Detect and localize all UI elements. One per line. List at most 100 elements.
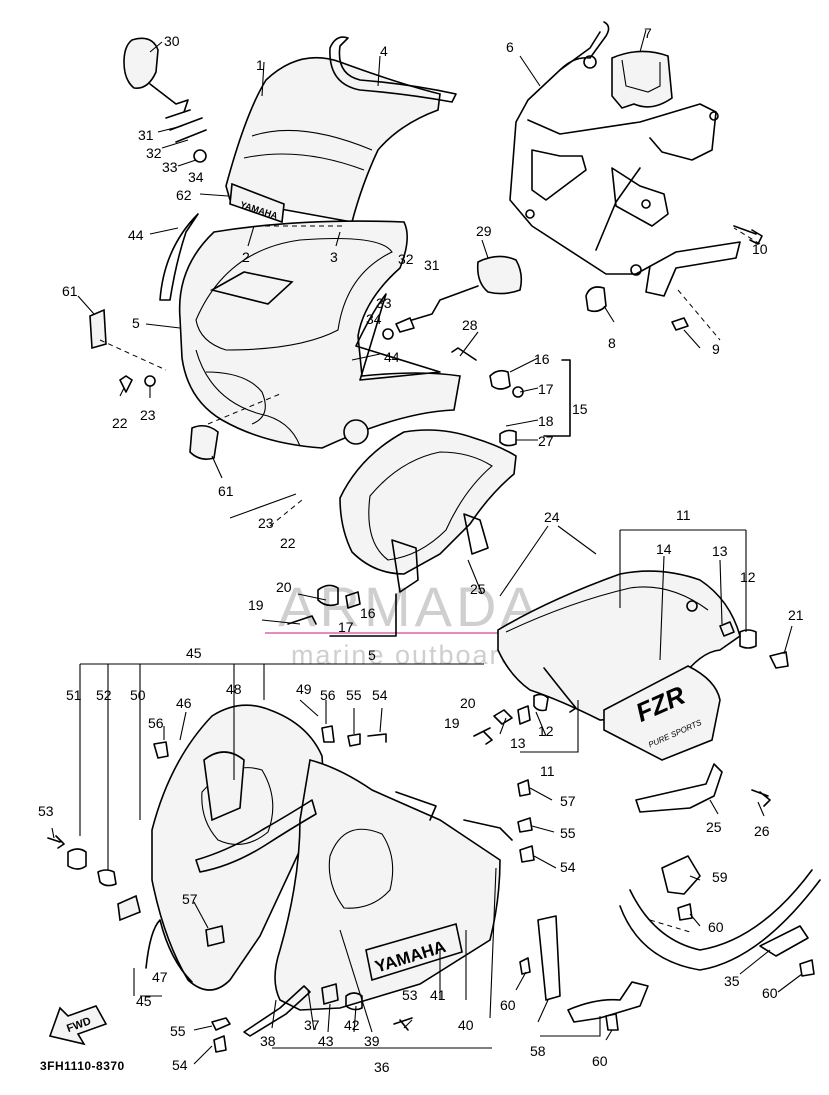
callout-52: 52	[96, 687, 112, 703]
callout-11b: 11	[540, 763, 555, 779]
callout-55c: 55	[170, 1023, 186, 1039]
watermark-tagline: marine outboards	[291, 640, 533, 670]
callout-23: 23	[140, 407, 156, 423]
watermark-brand: ARMADA	[278, 575, 542, 638]
callout-59: 59	[712, 869, 728, 885]
callout-1: 1	[256, 57, 264, 73]
callout-3: 3	[330, 249, 338, 265]
callout-45b: 45	[136, 993, 152, 1009]
callout-39: 39	[364, 1033, 380, 1049]
callout-46: 46	[176, 695, 192, 711]
watermark: ARMADA marine outboards	[265, 438, 560, 670]
upper-cowl	[159, 213, 461, 449]
callout-28: 28	[462, 317, 478, 333]
callout-34: 34	[188, 169, 204, 185]
callout-60b: 60	[762, 985, 778, 1001]
callout-57b: 57	[182, 891, 198, 907]
cowl-fasteners-left	[89, 308, 219, 460]
callout-21: 21	[788, 607, 804, 623]
callout-60: 60	[708, 919, 724, 935]
callout-22: 22	[112, 415, 128, 431]
callout-20: 20	[276, 579, 292, 595]
callout-61b: 61	[218, 483, 234, 499]
callout-6: 6	[506, 39, 514, 55]
callout-25b: 25	[706, 819, 722, 835]
fwd-arrow-icon: FWD	[48, 1005, 108, 1046]
windscreen-trim	[329, 36, 457, 103]
callout-34b: 34	[366, 311, 382, 327]
lower-cowl-left	[145, 704, 324, 991]
document-code: 3FH1110-8370	[40, 1059, 125, 1073]
callout-56: 56	[320, 687, 336, 703]
callout-26: 26	[754, 823, 770, 839]
callout-41: 41	[430, 987, 446, 1003]
callout-60c: 60	[500, 997, 516, 1013]
lower-cowl-hardware	[47, 725, 535, 1053]
callout-36: 36	[374, 1059, 390, 1075]
callout-45: 45	[186, 645, 202, 661]
callout-17: 17	[538, 381, 554, 397]
windscreen: YAMAHA	[225, 56, 441, 224]
callout-29: 29	[476, 223, 492, 239]
callout-10: 10	[752, 241, 768, 257]
callout-54c: 54	[172, 1057, 188, 1073]
callout-53b: 53	[402, 987, 418, 1003]
lower-cowl-strip	[195, 799, 317, 1037]
leader-lines	[51, 29, 803, 1065]
callout-32: 32	[146, 145, 162, 161]
callout-9: 9	[712, 341, 720, 357]
callout-15: 15	[572, 401, 588, 417]
callout-20b: 20	[460, 695, 476, 711]
callout-50: 50	[130, 687, 146, 703]
callout-51: 51	[66, 687, 82, 703]
callout-38: 38	[260, 1033, 276, 1049]
callout-16b: 16	[360, 605, 376, 621]
callout-62: 62	[176, 187, 192, 203]
callout-7: 7	[644, 25, 652, 41]
callout-56b: 56	[148, 715, 164, 731]
side-hardware	[473, 651, 789, 745]
mirror-left	[123, 37, 207, 163]
callout-60d: 60	[592, 1053, 608, 1069]
callout-42: 42	[344, 1017, 360, 1033]
inner-panel	[339, 429, 517, 593]
callout-24: 24	[544, 509, 560, 525]
meter-cover	[611, 50, 673, 109]
callout-11: 11	[676, 507, 691, 523]
callout-4: 4	[380, 43, 388, 59]
callout-27: 27	[538, 433, 554, 449]
callout-14: 14	[656, 541, 672, 557]
callout-32b: 32	[398, 251, 414, 267]
callout-labels: 30 1 4 6 7 31 32 33 34 62 44 2 3 61 5 29…	[38, 25, 804, 1075]
callout-5: 5	[132, 315, 140, 331]
lower-cowl-right: YAMAHA	[274, 759, 513, 1011]
callout-31b: 31	[424, 257, 440, 273]
callout-12: 12	[740, 569, 756, 585]
callout-58: 58	[530, 1043, 546, 1059]
callout-13: 13	[712, 543, 728, 559]
callout-17b: 17	[338, 619, 354, 635]
callout-43: 43	[318, 1033, 334, 1049]
callout-13b: 13	[510, 735, 526, 751]
mirror-right	[382, 255, 523, 340]
callout-18: 18	[538, 413, 554, 429]
grommet-group-lower	[287, 584, 397, 637]
callout-12b: 12	[538, 723, 554, 739]
callout-49: 49	[296, 681, 312, 697]
side-cover	[497, 570, 757, 721]
callout-25: 25	[470, 581, 486, 597]
callout-5b: 5	[368, 647, 376, 663]
lower-brackets	[519, 855, 815, 1031]
frame-rail	[619, 869, 821, 971]
callout-16: 16	[534, 351, 550, 367]
callout-2: 2	[242, 249, 250, 265]
callout-30: 30	[164, 33, 180, 49]
callout-55b: 55	[560, 825, 576, 841]
callout-47: 47	[152, 969, 168, 985]
callout-8: 8	[608, 335, 616, 351]
mounting-bracket	[635, 763, 771, 813]
callout-54: 54	[372, 687, 388, 703]
stay-hardware	[585, 225, 763, 331]
callout-31: 31	[138, 127, 154, 143]
